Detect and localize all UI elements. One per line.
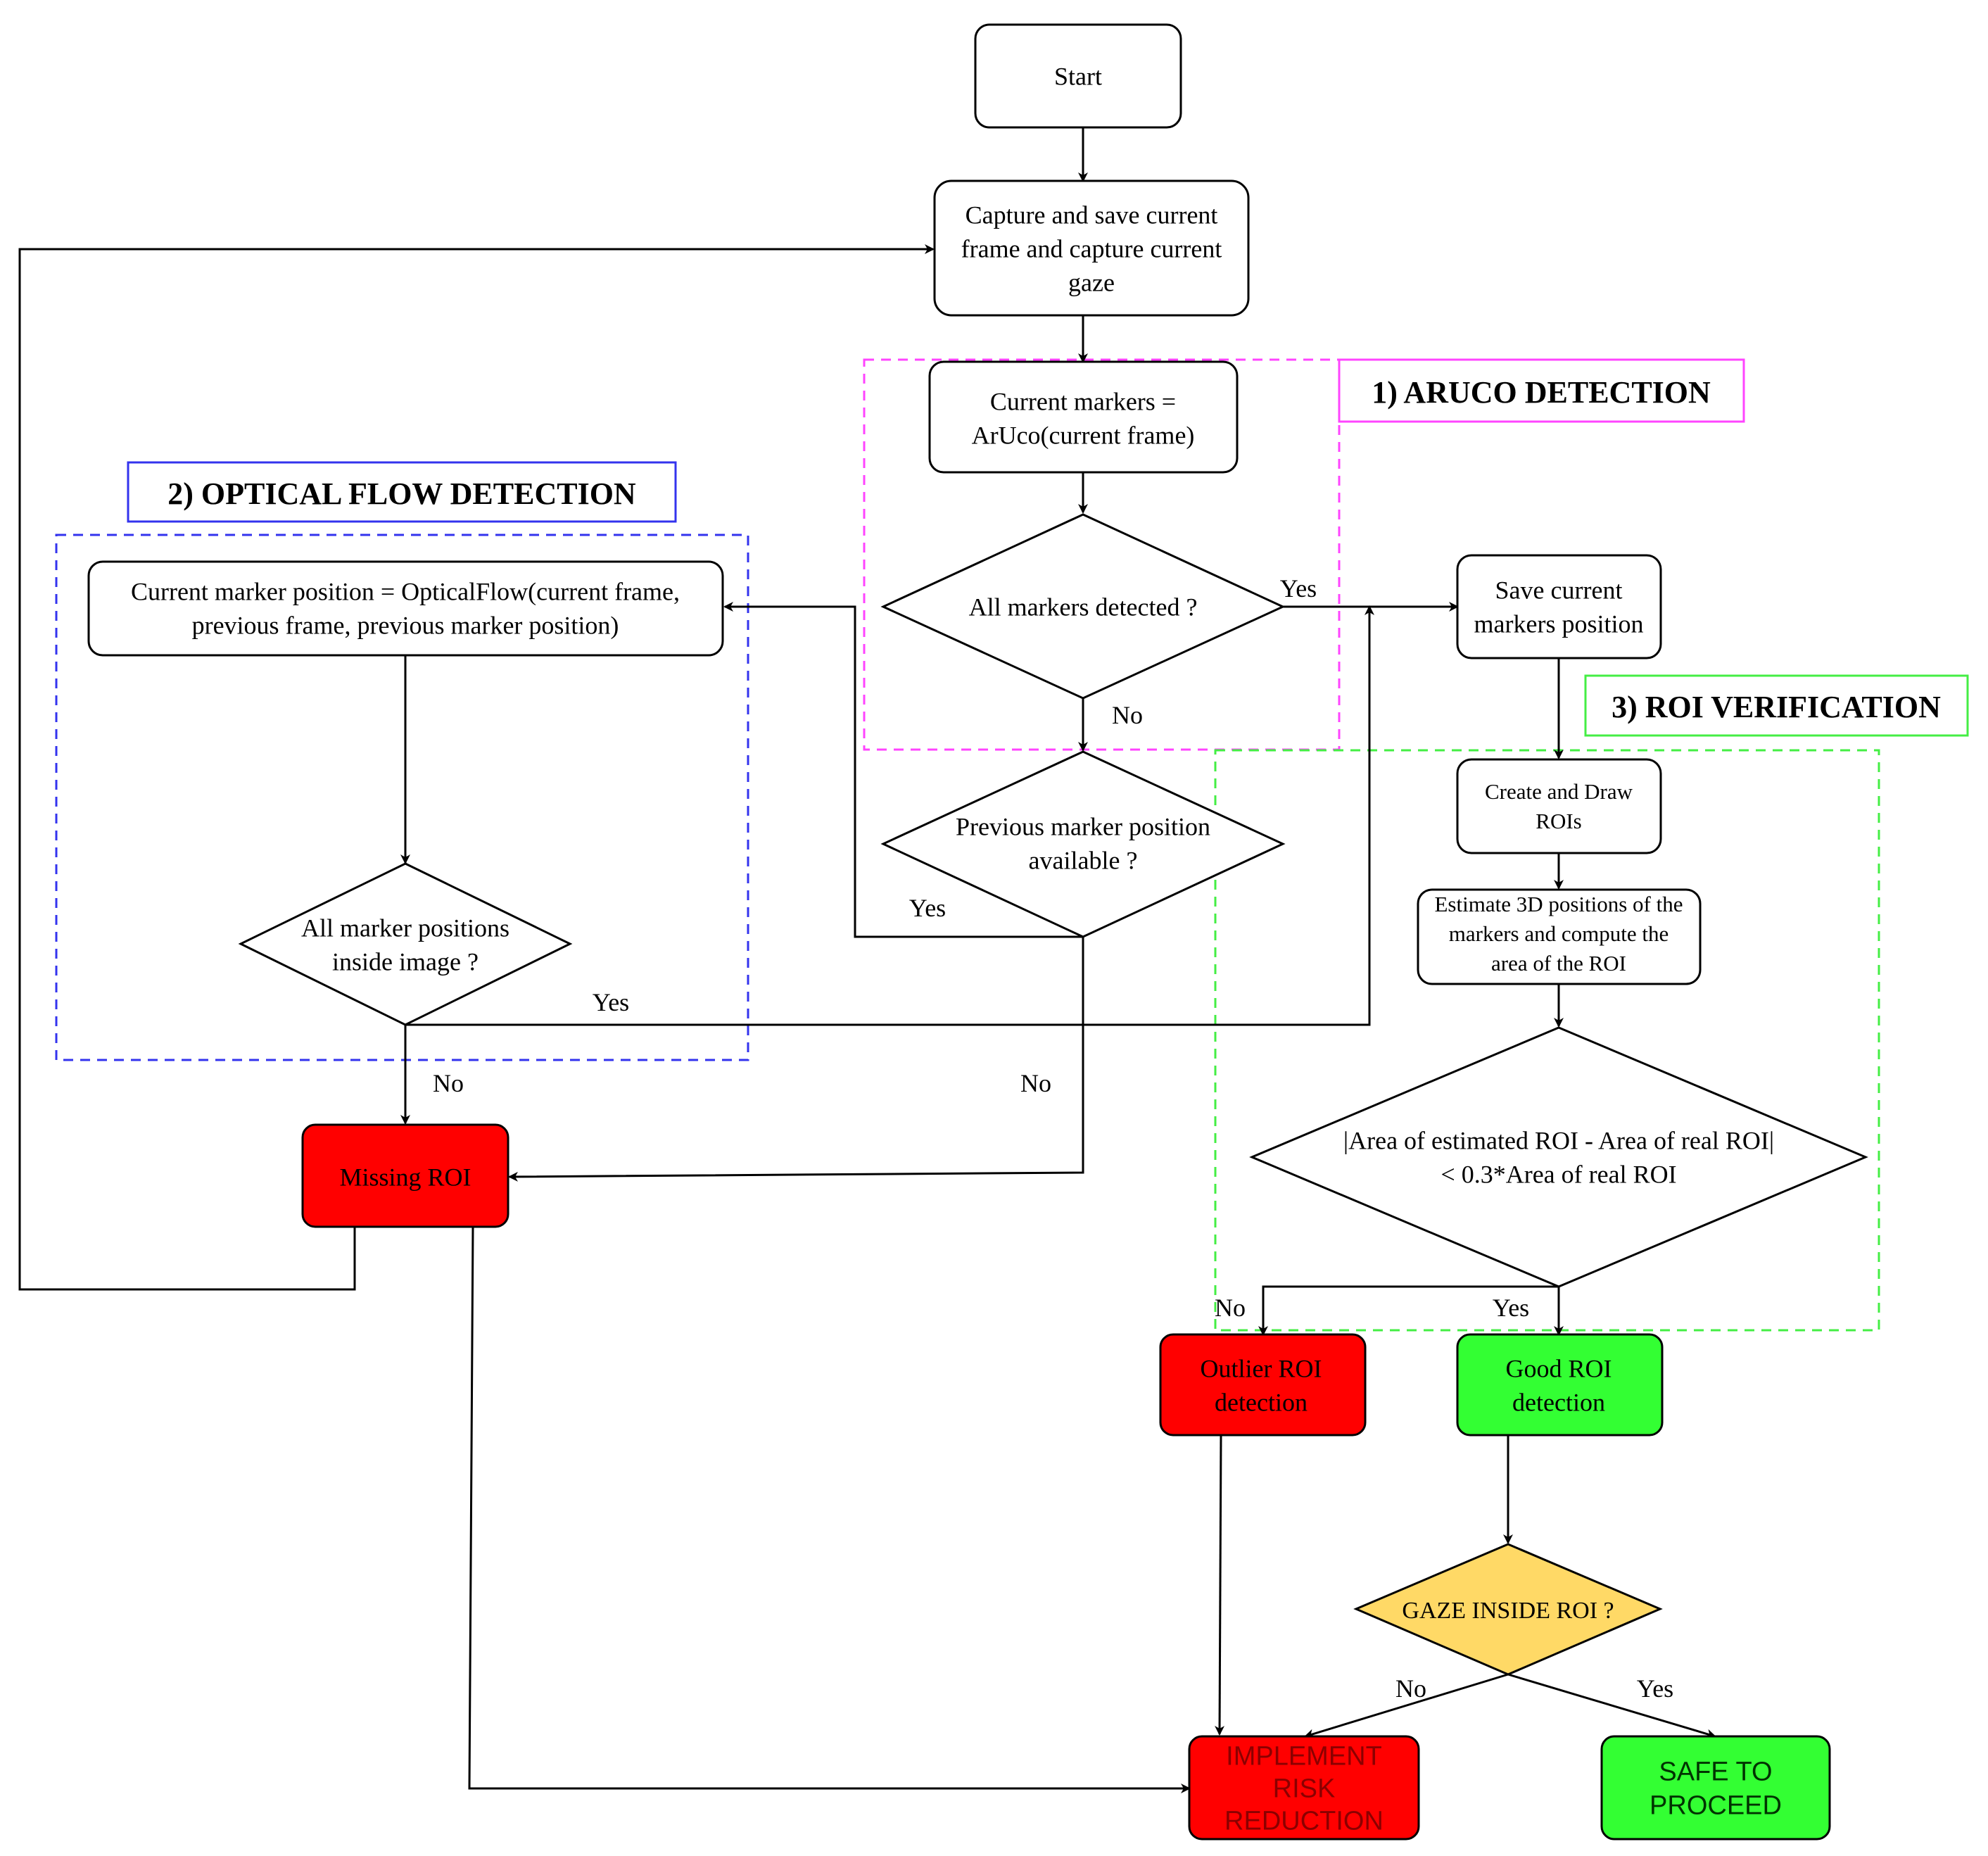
edge-inside-yes-save [405,605,1374,1026]
edge-label-inside-yes: Yes [593,988,629,1016]
save-markers-label-line: markers position [1474,610,1644,638]
outlier-roi-label-line: Outlier ROI [1201,1355,1322,1383]
area-check-decision: |Area of estimated ROI - Area of real RO… [1249,1026,1868,1288]
all-detected-label-line: All markers detected ? [969,593,1198,621]
good-roi-node: Good ROI detection [1456,1333,1664,1437]
edge-prev-yes-opticalflow [723,602,1083,938]
edge-label-prev-yes: Yes [909,894,946,922]
current-markers-label: Current markers = ArUco(current frame) [972,388,1195,450]
outlier-roi-label: Outlier ROI detection [1201,1355,1322,1417]
edge-label-area-yes: Yes [1493,1294,1529,1322]
current-markers-node: Current markers = ArUco(current frame) [928,360,1239,474]
implement-risk-label-line: REDUCTION [1224,1806,1384,1836]
edge-labels: Yes No Yes No Yes No No Yes No Yes [433,574,1673,1703]
all-markers-detected-decision: All markers detected ? [880,513,1286,700]
previous-marker-available-label: Previous marker position available ? [956,813,1210,875]
edge-label-detected-yes: Yes [1280,574,1317,602]
edge-label-prev-no: No [1020,1069,1051,1097]
missing-roi-node: Missing ROI [301,1123,509,1228]
outlier-roi-node: Outlier ROI detection [1159,1333,1367,1437]
inside-image-label-line: All marker positions [301,914,509,942]
missing-roi-label-line: Missing ROI [339,1163,471,1192]
missing-roi-label: Missing ROI [339,1163,471,1192]
aruco-section-title-text: 1) ARUCO DETECTION [1372,375,1711,410]
gaze-inside-label-line: GAZE INSIDE ROI ? [1402,1598,1614,1624]
edge-gaze-yes-safe [1507,1673,1716,1739]
roi-verification-section-title: 3) ROI VERIFICATION [1584,674,1969,737]
save-markers-label: Save current markers position [1474,576,1644,638]
area-check-label-line: |Area of estimated ROI - Area of real RO… [1343,1127,1774,1155]
outlier-roi-label-line: detection [1215,1389,1308,1417]
capture-frame-node: Capture and save current frame and captur… [933,179,1250,317]
edge-missing-implement [468,1226,1191,1793]
save-markers-label-line: Save current [1495,576,1623,605]
current-markers-label-line: ArUco(current frame) [972,422,1195,450]
prev-available-label-line: Previous marker position [956,813,1210,841]
optical-flow-section-title-text: 2) OPTICAL FLOW DETECTION [167,476,636,511]
start-node: Start [974,23,1182,129]
edge-label-detected-no: No [1112,701,1143,729]
edge-missing-loop-capture [18,244,935,1291]
aruco-section-title: 1) ARUCO DETECTION [1338,358,1745,423]
capture-frame-label: Capture and save current frame and captur… [961,201,1222,297]
edge-prev-no-missing [508,937,1084,1182]
good-roi-label: Good ROI detection [1506,1355,1612,1417]
inside-image-decision: All marker positions inside image ? [238,862,573,1026]
edge-label-gaze-no: No [1395,1674,1426,1703]
optical-flow-label-line: Current marker position = OpticalFlow(cu… [131,578,680,606]
start-label-line: Start [1054,63,1102,91]
roi-verification-section-boundary [1214,749,1880,1332]
safe-to-proceed-node: SAFE TO PROCEED [1600,1735,1831,1841]
estimate-3d-label-line: markers and compute the [1449,921,1669,946]
implement-risk-label-line: RISK [1273,1774,1336,1803]
start-node-label: Start [1054,63,1102,91]
estimate-3d-label: Estimate 3D positions of the markers and … [1434,892,1683,976]
inside-image-label-line: inside image ? [332,948,479,976]
good-roi-label-line: detection [1512,1389,1605,1417]
prev-available-label-line: available ? [1029,847,1138,875]
capture-label-line: gaze [1068,269,1115,297]
edge-gaze-no-implement [1304,1673,1509,1739]
safe-proceed-label-line: SAFE TO [1659,1757,1772,1786]
all-markers-detected-label: All markers detected ? [969,593,1198,621]
gaze-inside-label: GAZE INSIDE ROI ? [1402,1598,1614,1624]
safe-to-proceed-label: SAFE TO PROCEED [1650,1757,1782,1820]
create-rois-label-line: Create and Draw [1485,779,1633,804]
area-check-label-line: < 0.3*Area of real ROI [1441,1161,1676,1189]
edge-label-area-no: No [1215,1294,1246,1322]
safe-proceed-label-line: PROCEED [1650,1791,1782,1820]
edge-area-no-outlier [1258,1285,1559,1336]
gaze-inside-decision: GAZE INSIDE ROI ? [1353,1543,1663,1676]
implement-risk-label: IMPLEMENT RISK REDUCTION [1224,1741,1384,1836]
optical-flow-node: Current marker position = OpticalFlow(cu… [87,560,724,657]
optical-flow-section-title: 2) OPTICAL FLOW DETECTION [127,461,677,523]
area-check-label: |Area of estimated ROI - Area of real RO… [1343,1127,1774,1189]
optical-flow-label: Current marker position = OpticalFlow(cu… [131,578,680,640]
save-markers-node: Save current markers position [1456,554,1662,659]
estimate-3d-node: Estimate 3D positions of the markers and … [1417,888,1702,985]
roi-verification-section-title-text: 3) ROI VERIFICATION [1612,690,1941,724]
implement-risk-label-line: IMPLEMENT [1226,1741,1382,1771]
optical-flow-section-boundary [55,534,749,1061]
implement-risk-node: IMPLEMENT RISK REDUCTION [1188,1735,1420,1841]
edge-label-gaze-yes: Yes [1637,1674,1673,1703]
aruco-section-boundary [863,358,1341,751]
current-markers-label-line: Current markers = [990,388,1176,416]
optical-flow-label-line: previous frame, previous marker position… [192,612,619,640]
connectors [18,127,1716,1793]
capture-label-line: Capture and save current [965,201,1218,229]
edge-outlier-implement [1215,1434,1225,1736]
previous-marker-available-decision: Previous marker position available ? [880,750,1286,938]
create-rois-label-line: ROIs [1536,809,1581,833]
estimate-3d-label-line: area of the ROI [1491,951,1626,976]
capture-label-line: frame and capture current [961,235,1222,263]
estimate-3d-label-line: Estimate 3D positions of the [1434,892,1683,916]
edge-label-inside-no: No [433,1069,464,1097]
inside-image-label: All marker positions inside image ? [301,914,509,976]
good-roi-label-line: Good ROI [1506,1355,1612,1383]
